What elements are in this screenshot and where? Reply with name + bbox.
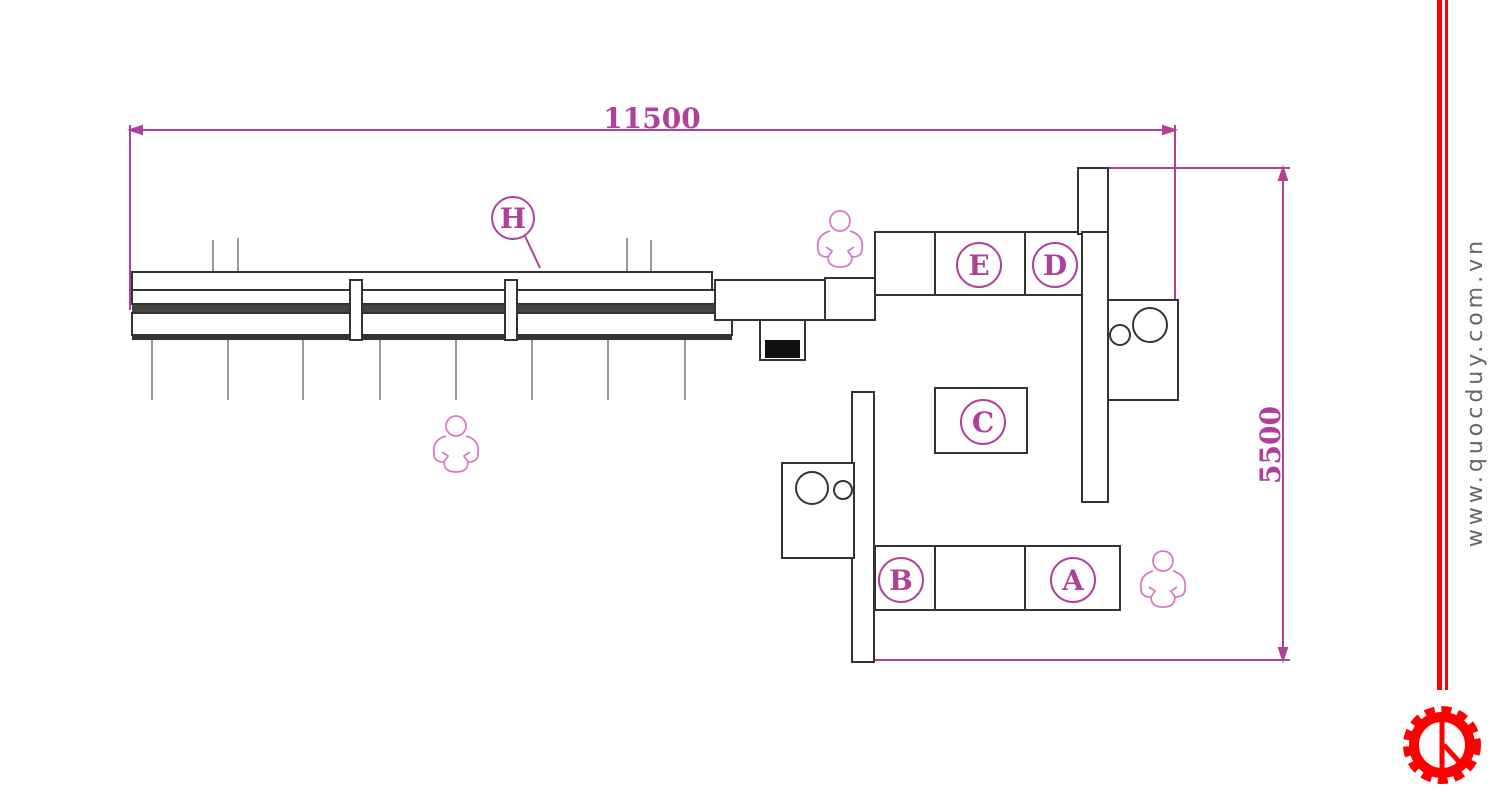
website-text: www.quocduy.com.vn: [1463, 237, 1488, 547]
station-label-a: A: [1061, 564, 1085, 597]
operator-icon: [432, 415, 480, 473]
top-machine: [874, 167, 1179, 503]
brand-stripe: [1437, 0, 1448, 690]
station-label-b: B: [889, 564, 913, 597]
depth-dimension: [870, 164, 1290, 664]
station-label-e: E: [968, 249, 989, 282]
width-dimension-label: 11500: [603, 102, 700, 135]
station-label-d: D: [1043, 249, 1067, 282]
width-dimension: [126, 124, 1179, 310]
station-label-c: C: [972, 406, 994, 439]
depth-dimension-label: 5500: [1254, 406, 1287, 484]
conveyor-h: [131, 238, 876, 400]
operator-icon: [1139, 550, 1187, 608]
station-label-h: H: [500, 202, 526, 235]
gear-logo-icon: [1403, 706, 1481, 784]
operator-icon: [816, 210, 864, 268]
